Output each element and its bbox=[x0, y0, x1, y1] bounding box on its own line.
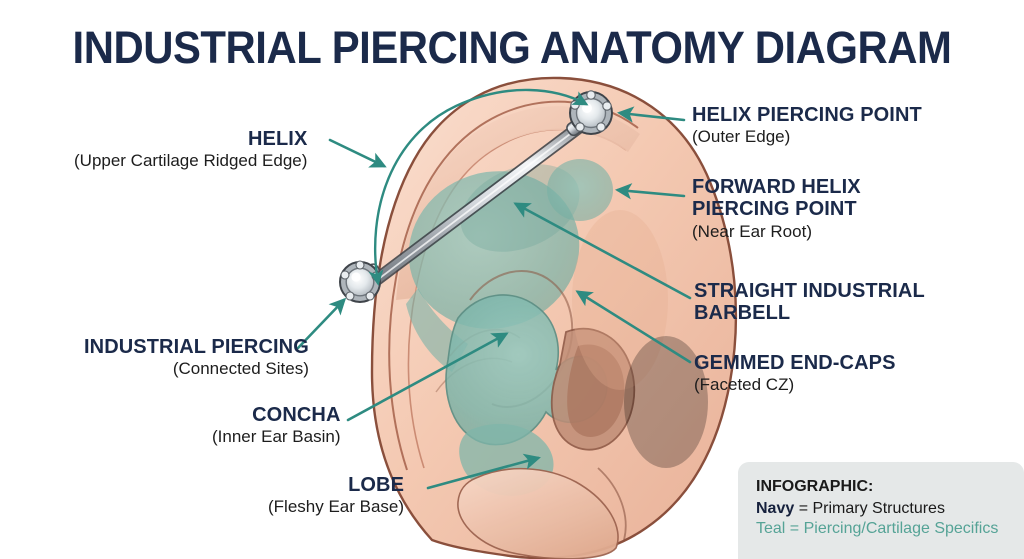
label-lobe-sub: (Fleshy Ear Base) bbox=[268, 497, 405, 517]
legend-row-teal: Teal = Piercing/Cartilage Specifics bbox=[756, 520, 999, 537]
label-industrial-piercing-sub: (Connected Sites) bbox=[172, 359, 309, 379]
lobe-region bbox=[457, 467, 619, 559]
leader-barbell bbox=[513, 202, 692, 300]
leader-helix-piercing-point bbox=[616, 106, 686, 123]
label-gemmed-end-caps-head: GEMMED END-CAPS bbox=[694, 352, 896, 374]
label-concha: CONCHA (Inner Ear Basin) bbox=[212, 404, 341, 446]
leader-concha bbox=[346, 332, 509, 422]
label-helix: HELIX (Upper Cartilage Ridged Edge) bbox=[74, 128, 307, 170]
page-title: INDUSTRIAL PIERCING ANATOMY DIAGRAM bbox=[72, 22, 952, 73]
label-barbell-head-line2: BARBELL bbox=[694, 302, 791, 325]
label-industrial-piercing: INDUSTRIAL PIERCING (Connected Sites) bbox=[84, 336, 309, 378]
label-industrial-piercing-head: INDUSTRIAL PIERCING bbox=[84, 336, 309, 358]
label-barbell-head-line1: STRAIGHT INDUSTRIAL bbox=[694, 280, 925, 302]
label-lobe-head: LOBE bbox=[348, 474, 405, 496]
legend-box: INFOGRAPHIC: Navy = Primary Structures T… bbox=[738, 462, 1024, 559]
label-forward-helix-piercing-point: FORWARD HELIX PIERCING POINT (Near Ear R… bbox=[692, 176, 861, 241]
label-lobe: LOBE (Fleshy Ear Base) bbox=[268, 474, 404, 516]
label-helix-piercing-point-sub: (Outer Edge) bbox=[692, 127, 791, 147]
leader-lobe bbox=[426, 453, 541, 490]
leader-helix bbox=[328, 138, 387, 168]
label-forward-helix-head-line1: FORWARD HELIX bbox=[692, 176, 861, 198]
legend-title: INFOGRAPHIC: bbox=[756, 478, 874, 495]
label-gemmed-end-caps-sub: (Faceted CZ) bbox=[694, 375, 795, 395]
leader-industrial-piercing bbox=[296, 297, 347, 350]
leader-gem-caps bbox=[575, 290, 692, 364]
label-forward-helix-head-line2: PIERCING POINT bbox=[692, 198, 857, 221]
leader-forward-helix bbox=[614, 183, 686, 200]
forward-helix-region bbox=[547, 159, 613, 221]
leader-helix-arc bbox=[368, 88, 589, 286]
legend-row-navy: Navy = Primary Structures bbox=[756, 500, 1024, 518]
label-helix-piercing-point-head: HELIX PIERCING POINT bbox=[692, 104, 922, 126]
label-forward-helix-sub: (Near Ear Root) bbox=[692, 221, 812, 241]
label-straight-industrial-barbell: STRAIGHT INDUSTRIAL BARBELL bbox=[694, 280, 925, 325]
label-gemmed-end-caps: GEMMED END-CAPS (Faceted CZ) bbox=[694, 352, 896, 394]
legend-navy-text: = Primary Structures bbox=[794, 500, 945, 517]
label-concha-head: CONCHA bbox=[252, 404, 341, 426]
label-helix-head: HELIX bbox=[248, 128, 308, 150]
label-concha-sub: (Inner Ear Basin) bbox=[212, 427, 341, 447]
label-helix-sub: (Upper Cartilage Ridged Edge) bbox=[74, 151, 308, 171]
legend-navy-key: Navy bbox=[756, 500, 795, 517]
label-helix-piercing-point: HELIX PIERCING POINT (Outer Edge) bbox=[692, 104, 922, 146]
